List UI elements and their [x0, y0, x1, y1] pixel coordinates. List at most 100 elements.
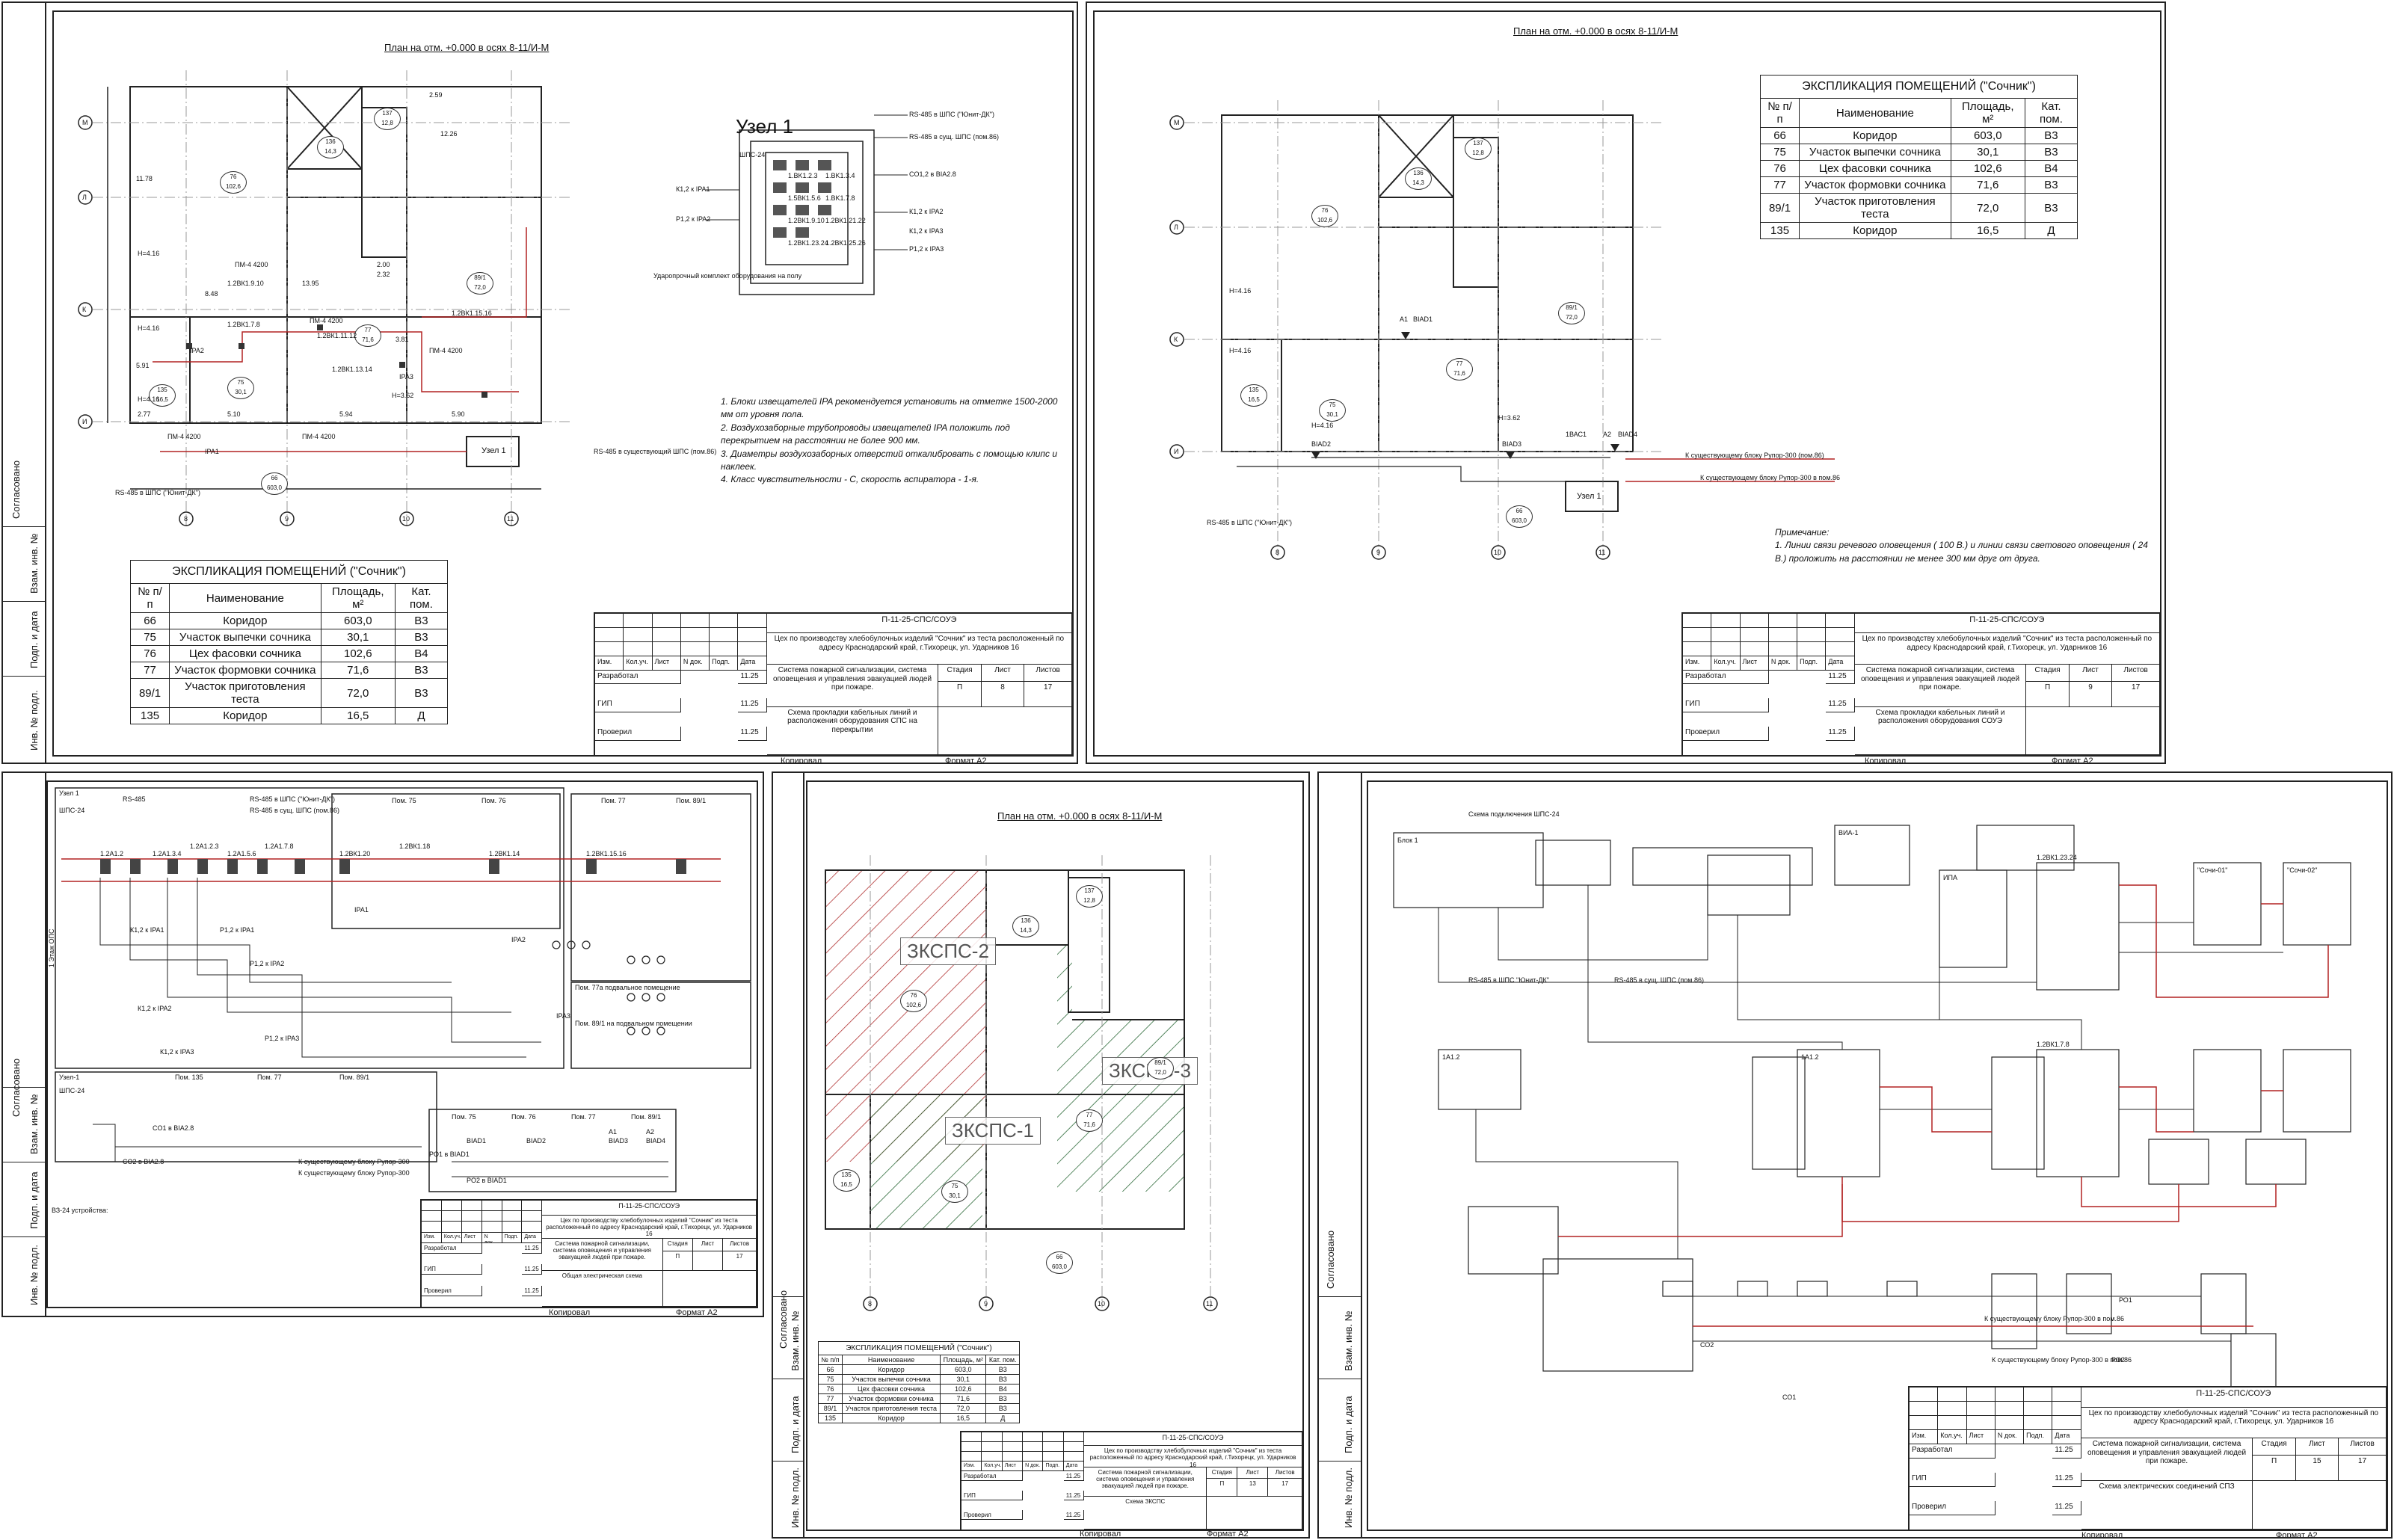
stamp-header-2: Лист	[1966, 1430, 1995, 1444]
stamp-header-4: Подп.	[710, 656, 739, 671]
sheet-side-strip: Согласовано Взам. инв. № Подп. и дата Ин…	[1319, 773, 1362, 1537]
dim-5: 2.77	[138, 410, 151, 418]
device-biad2: BIAD2	[1311, 440, 1332, 448]
stamp-date-2: 11.25	[1063, 1491, 1085, 1500]
node1-module-4: 1.BK1.7.8	[825, 194, 855, 202]
grid-cell	[1768, 614, 1798, 628]
uzel-label: Узел 1	[1577, 492, 1601, 501]
stamp-gip: ГИП	[1683, 698, 1769, 713]
scheme-cable-6: 1.2ВК1.20	[339, 850, 371, 857]
stamp-blank	[2253, 1481, 2387, 1530]
table-cell: Участок приготовления теста	[169, 678, 321, 708]
grid-cell	[1711, 627, 1741, 642]
table-cell: Участок выпечки сочника	[841, 1374, 941, 1385]
wiring-label-7: 1А1.2	[1801, 1053, 1819, 1061]
stamp-header-0: Изм.	[1910, 1430, 1939, 1444]
col-name: Наименование	[169, 583, 321, 613]
grid-cell	[961, 1442, 982, 1452]
grid-cell	[680, 641, 710, 656]
stamp-caption: Общая электрическая схема	[542, 1270, 663, 1307]
scheme-cable-8: 1.2ВК1.15.16	[586, 850, 627, 857]
stamp-sheet-num: 9	[2069, 681, 2113, 707]
table-cell: 603,0	[940, 1364, 987, 1375]
scheme-room-right-1: Пом. 75	[452, 1113, 476, 1121]
grid-cell	[441, 1222, 462, 1233]
grid-cell	[652, 614, 681, 628]
scheme-biad2: BIAD2	[526, 1137, 547, 1145]
stamp-system: Система пожарной сигнализации, система о…	[766, 665, 939, 707]
wiring-label-14: ИПА	[1943, 874, 1957, 881]
note-1: 1. Блоки извещателей IPA рекомендуется у…	[721, 396, 1058, 420]
table-cell: 102,6	[940, 1384, 987, 1394]
dim-1: 5.91	[136, 362, 150, 369]
table-cell: 16,5	[940, 1413, 987, 1423]
note-4: 4. Класс чувствительности - С, скорость …	[721, 474, 979, 485]
scheme-node-title: Узел 1	[59, 789, 79, 797]
dim-12: 13.95	[302, 280, 319, 287]
scheme-room-bottom-1: Пом. 135	[175, 1074, 203, 1081]
dim-11: 3.81	[396, 336, 409, 343]
rupor-label-1: К существующему блоку Рупор-300 (пом.86)	[1685, 452, 1824, 459]
stamp-stage-label: Стадия	[2026, 665, 2070, 682]
axis-k: К	[82, 306, 87, 313]
grid-cell	[522, 1201, 543, 1212]
table-cell: 77	[129, 662, 170, 679]
format-label: Формат А2	[1207, 1530, 1249, 1539]
stamp-stage-label: Стадия	[662, 1239, 693, 1252]
scheme-shps: ШПС-24	[59, 807, 85, 814]
grid-cell	[481, 1211, 502, 1222]
device-a2: А2	[1603, 431, 1612, 438]
grid-cell	[1063, 1432, 1085, 1442]
scheme-co2: CO2 в BIA2.8	[123, 1158, 164, 1165]
grid-cell	[738, 614, 767, 628]
node1-module-3: 1.5ВК1.5.6	[788, 194, 821, 202]
cable-label-4: 1.2ВК1.15.16	[452, 309, 492, 317]
stamp-header-3: N док.	[680, 656, 710, 671]
stamp-prov: Проверил	[1683, 727, 1769, 742]
grid-cell	[1995, 1416, 2025, 1430]
grid-cell	[1711, 614, 1741, 628]
grid-cell	[624, 641, 653, 656]
stamp-header-3: N док.	[1768, 656, 1798, 671]
scheme-room-bottom-2: Пом. 77	[257, 1074, 282, 1081]
stamp-sheet-num: 13	[1237, 1479, 1269, 1497]
axis-10: 10	[1098, 1300, 1106, 1308]
table-cell: Участок формовки сочника	[169, 662, 321, 679]
stamp-doc-code: П-11-25-СПС/СОУЭ	[1084, 1432, 1302, 1447]
device-biad4: BIAD4	[1618, 431, 1638, 438]
stamp-blank	[1207, 1496, 1302, 1530]
table-cell: 89/1	[129, 678, 170, 708]
room-table-title: ЭКСПЛИКАЦИЯ ПОМЕЩЕНИЙ ("Сочник")	[1760, 75, 2078, 98]
grid-cell	[982, 1442, 1003, 1452]
stamp-date-2: 11.25	[1826, 698, 1855, 713]
axis-11: 11	[507, 515, 514, 523]
grid-cell	[1740, 614, 1769, 628]
table-cell: В3	[985, 1364, 1020, 1375]
grid-cell	[982, 1432, 1003, 1442]
table-cell: Коридор	[841, 1364, 941, 1375]
cable-label-2: 1.2ВК1.7.8	[227, 321, 260, 328]
table-cell: Коридор	[841, 1413, 941, 1423]
scheme-room-right-4: Пом. 89/1	[631, 1113, 662, 1121]
rs-sushch-label: RS-485 в существующий ШПС (пом.86)	[594, 448, 717, 455]
grid-cell	[595, 641, 624, 656]
stamp-stage-label: Стадия	[1207, 1467, 1238, 1479]
grid-cell	[522, 1222, 543, 1233]
dim-7: 2.00	[377, 261, 390, 268]
grid-cell	[680, 627, 710, 642]
copied-label: Копировал	[549, 1308, 591, 1317]
grid-cell	[680, 614, 710, 628]
grid-cell	[1683, 627, 1712, 642]
scheme-biad4: BIAD4	[646, 1137, 666, 1145]
grid-cell	[1063, 1452, 1085, 1462]
